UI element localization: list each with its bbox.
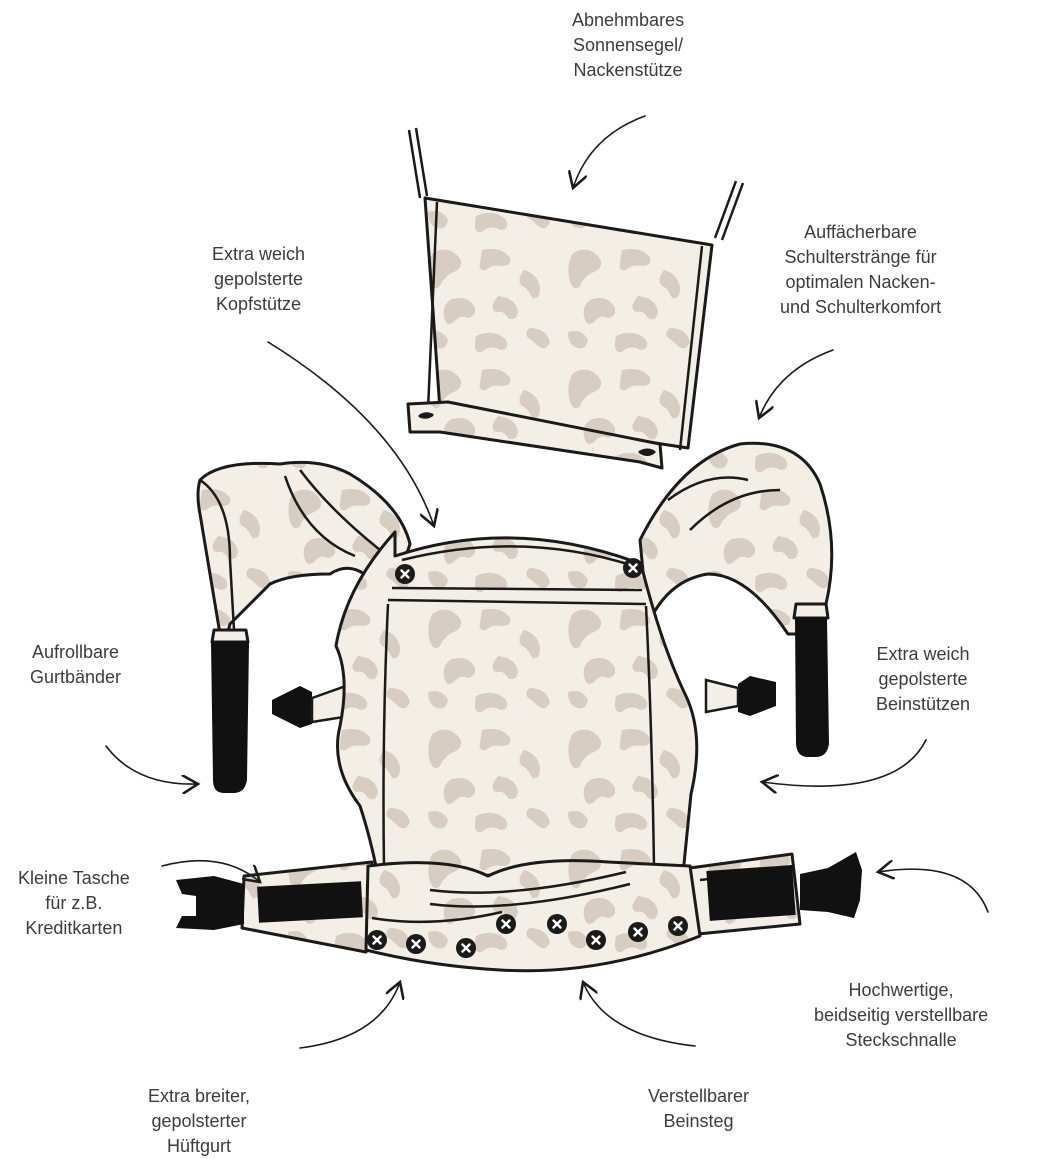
pocket-webbing-right: [706, 865, 795, 921]
label-line: Gurtbänder: [30, 665, 121, 690]
label-line: gepolsterter: [148, 1109, 250, 1134]
label-line: Aufrollbare: [30, 640, 121, 665]
label-line: Kopfstütze: [212, 292, 305, 317]
label-line: Auffächerbare: [780, 220, 941, 245]
label-line: Sonnensegel/: [572, 33, 684, 58]
label-line: optimalen Nacken-: [780, 270, 941, 295]
hip-buckle-right: [800, 852, 862, 918]
label-line: Extra weich: [876, 642, 970, 667]
label-line: und Schulterkomfort: [780, 295, 941, 320]
label-line: Extra breiter,: [148, 1084, 250, 1109]
side-buckle-left: [272, 686, 350, 728]
curved-arrow-icon: [300, 982, 400, 1048]
label-leg-support: Extra weich gepolsterte Beinstützen: [876, 642, 970, 717]
label-line: Extra weich: [212, 242, 305, 267]
label-shoulder-straps: Auffächerbare Schulterstränge für optima…: [780, 220, 941, 320]
label-line: Schulterstränge für: [780, 245, 941, 270]
curved-arrow-icon: [583, 982, 695, 1046]
curved-arrow-icon: [759, 350, 833, 418]
label-line: gepolsterte: [876, 667, 970, 692]
label-roll-straps: Aufrollbare Gurtbänder: [30, 640, 121, 690]
left-rolled-strap: [212, 642, 248, 792]
label-buckle: Hochwertige, beidseitig verstellbare Ste…: [814, 978, 988, 1053]
label-sunshade: Abnehmbares Sonnensegel/ Nackenstütze: [572, 8, 684, 83]
pocket-webbing-left: [257, 881, 363, 922]
label-line: für z.B.: [18, 891, 130, 916]
label-line: Abnehmbares: [572, 8, 684, 33]
label-line: gepolsterte: [212, 267, 305, 292]
label-line: Kreditkarten: [18, 916, 130, 941]
side-buckle-right: [706, 676, 776, 716]
label-line: beidseitig verstellbare: [814, 1003, 988, 1028]
carrier-body-panel: [336, 532, 697, 876]
right-rolled-strap: [796, 618, 828, 756]
curved-arrow-icon: [573, 116, 645, 188]
label-headrest: Extra weich gepolsterte Kopfstütze: [212, 242, 305, 317]
label-line: Hüftgurt: [148, 1134, 250, 1159]
label-hip-belt: Extra breiter, gepolsterter Hüftgurt: [148, 1084, 250, 1159]
label-line: Nackenstütze: [572, 58, 684, 83]
curved-arrow-icon: [878, 869, 988, 912]
label-line: Beinsteg: [648, 1109, 749, 1134]
right-shoulder-strap: [640, 443, 832, 634]
label-line: Steckschnalle: [814, 1028, 988, 1053]
label-leg-strap: Verstellbarer Beinsteg: [648, 1084, 749, 1134]
hip-buckle-left: [176, 876, 244, 930]
curved-arrow-icon: [106, 746, 198, 784]
label-line: Hochwertige,: [814, 978, 988, 1003]
label-line: Verstellbarer: [648, 1084, 749, 1109]
label-line: Beinstützen: [876, 692, 970, 717]
curved-arrow-icon: [762, 740, 926, 786]
label-line: Kleine Tasche: [18, 866, 130, 891]
label-pocket: Kleine Tasche für z.B. Kreditkarten: [18, 866, 130, 941]
